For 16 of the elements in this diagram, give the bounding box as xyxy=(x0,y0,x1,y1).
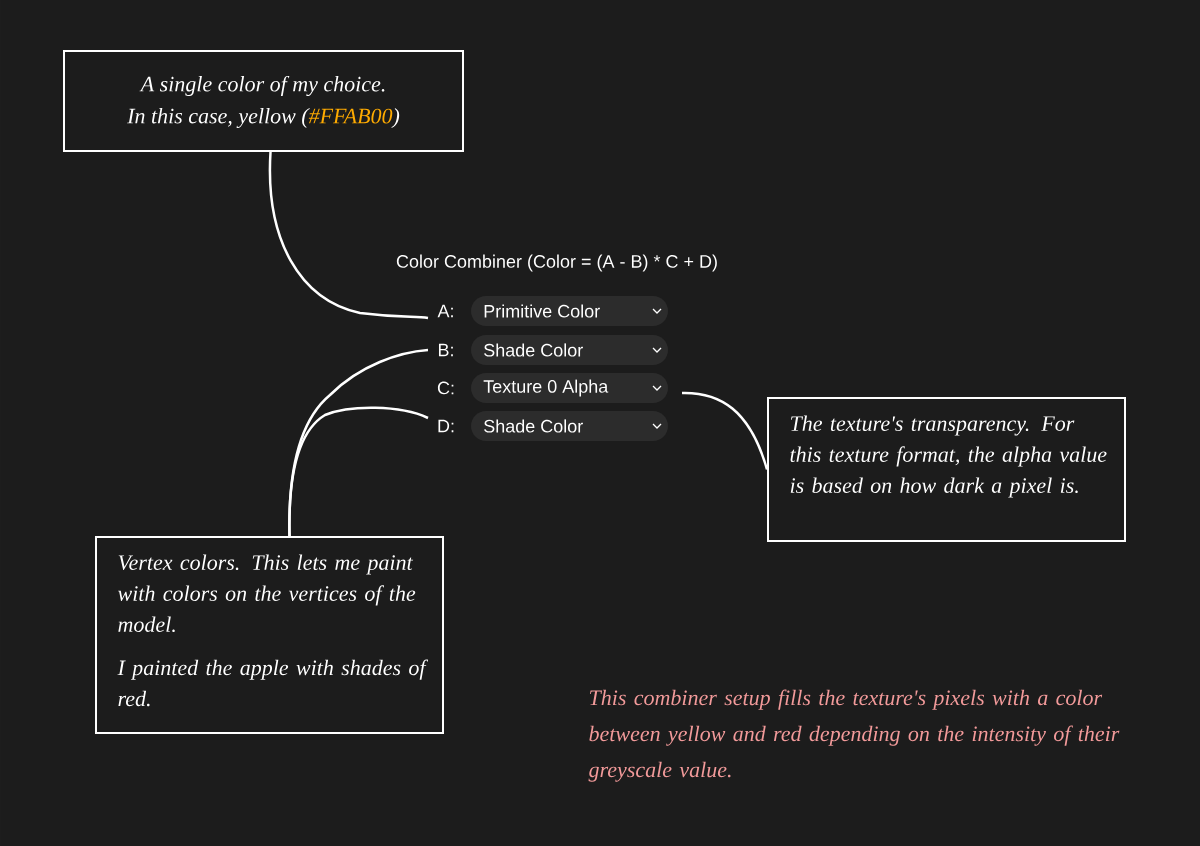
field-label: B: xyxy=(439,343,453,357)
connector-line xyxy=(288,406,429,536)
note-box: Vertex colors. This lets me paint with colors on the vertices of the model. I painted the apple with shades of red. xyxy=(95,536,444,734)
note-box: A single color of my choice. In this case, yellow (#FFAB00) xyxy=(63,50,464,152)
dropdown: Texture 0 Alpha xyxy=(471,373,668,403)
connector-line xyxy=(268,151,429,320)
dropdown: Shade Color xyxy=(471,411,668,441)
dropdown: Shade Color xyxy=(471,335,668,365)
field-label: C: xyxy=(437,381,454,395)
note-text: This combiner setup fills the texture's pixels with a color between yellow and red depending on the intensity of their greyscale value. xyxy=(588,689,1120,782)
panel-title: Color Combiner (Color = (A - B) * C + D) xyxy=(396,254,717,272)
field-label: D: xyxy=(438,419,454,433)
field-label: A: xyxy=(437,304,453,318)
connector-line xyxy=(682,391,769,470)
dropdown: Primitive Color xyxy=(471,296,668,326)
note-box: The texture's transparency. For this texture format, the alpha value is based on how dark a pixel is. xyxy=(767,397,1126,542)
